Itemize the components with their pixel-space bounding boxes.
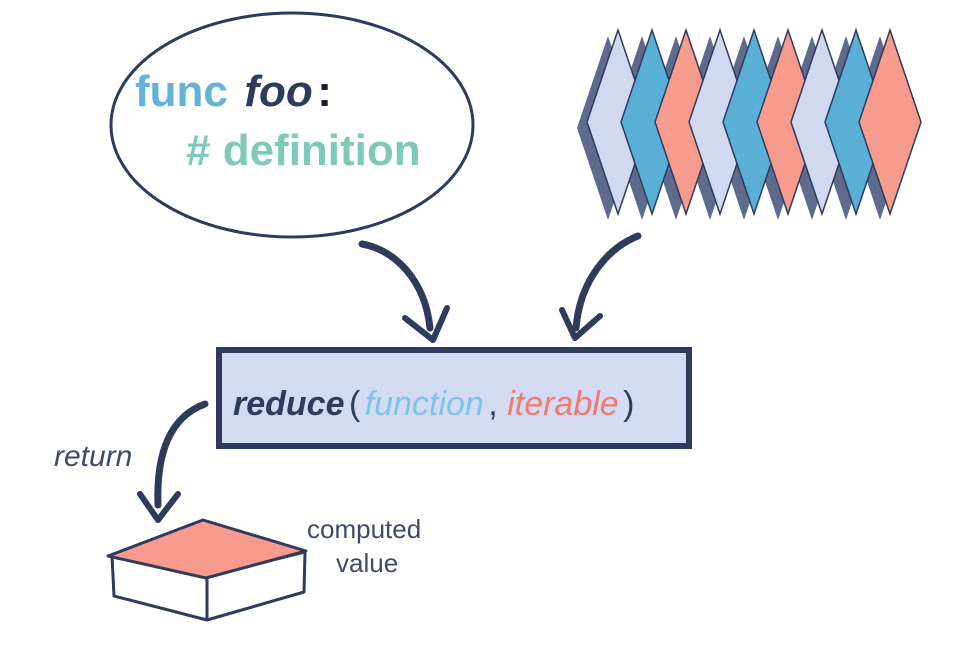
arrow-iterable-to-reduce-head	[559, 307, 603, 341]
reduce-box-frame	[216, 347, 692, 449]
iterable-sequence	[577, 27, 922, 220]
function-name: foo	[244, 67, 312, 116]
function-signature: func foo :	[135, 67, 332, 116]
function-colon: :	[317, 67, 332, 116]
computed-value-label-line2: value	[336, 548, 398, 578]
iterable-item-diamond	[858, 27, 922, 217]
function-bubble-outline	[109, 11, 475, 239]
block-top-face	[106, 518, 308, 580]
reduce-open-paren: (	[349, 385, 361, 423]
function-bubble: func foo : # definition	[109, 11, 475, 239]
computed-value-label-line1: computed	[307, 514, 421, 544]
reduce-call: reduce ( function , iterable )	[233, 385, 634, 423]
reduce-close-paren: )	[623, 385, 634, 423]
func-keyword: func	[135, 67, 228, 116]
arrow-iterable-to-reduce	[572, 232, 642, 332]
return-label: return	[54, 440, 132, 473]
arrow-function-to-reduce-head	[402, 305, 450, 343]
computed-value-block	[106, 518, 308, 622]
reduce-arg-function: function	[365, 385, 484, 423]
arrow-function-to-reduce	[358, 240, 434, 332]
reduce-comma: ,	[488, 385, 507, 423]
arrow-return	[154, 400, 209, 509]
function-body-comment: # definition	[186, 126, 421, 175]
reduce-arg-iterable: iterable	[507, 385, 619, 423]
reduce-name: reduce	[233, 385, 345, 423]
arrow-return-head	[137, 491, 181, 523]
reduce-box: reduce ( function , iterable )	[216, 347, 692, 449]
